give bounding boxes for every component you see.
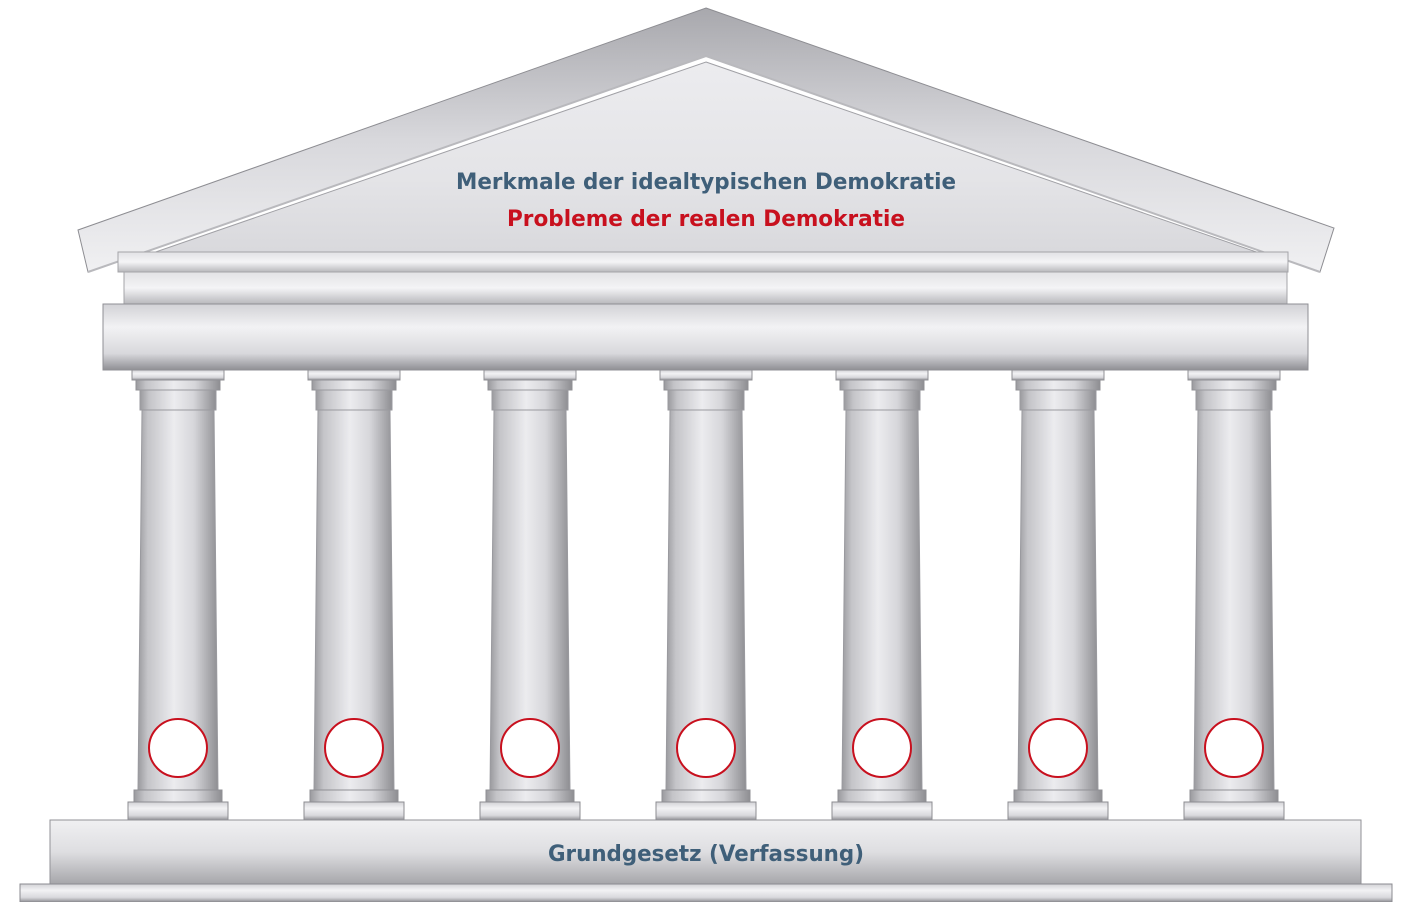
foundation-label: Grundgesetz (Verfassung) bbox=[548, 842, 864, 867]
column-slot-3[interactable] bbox=[500, 718, 560, 778]
columns bbox=[127, 369, 1285, 821]
column-necking bbox=[139, 389, 217, 411]
column-slot-4[interactable] bbox=[676, 718, 736, 778]
column-base-plinth bbox=[303, 801, 405, 821]
column-capital-ring bbox=[663, 379, 749, 391]
column-necking bbox=[491, 389, 569, 411]
column-base-plinth bbox=[479, 801, 581, 821]
column-capital bbox=[483, 369, 577, 381]
architrave bbox=[102, 303, 1309, 371]
column-base-torus bbox=[837, 789, 927, 803]
column-capital bbox=[131, 369, 225, 381]
column-necking bbox=[667, 389, 745, 411]
column-base-torus bbox=[309, 789, 399, 803]
frieze bbox=[123, 271, 1288, 305]
column-slot-7[interactable] bbox=[1204, 718, 1264, 778]
column-base-torus bbox=[661, 789, 751, 803]
column-base-torus bbox=[1013, 789, 1103, 803]
column-necking bbox=[1019, 389, 1097, 411]
column-necking bbox=[315, 389, 393, 411]
column-capital bbox=[1187, 369, 1281, 381]
foundation-base-step bbox=[19, 883, 1393, 902]
column-capital-ring bbox=[311, 379, 397, 391]
entablature bbox=[102, 251, 1309, 371]
pediment bbox=[77, 7, 1335, 273]
column-7 bbox=[1183, 369, 1285, 821]
column-base-plinth bbox=[1183, 801, 1285, 821]
column-base-plinth bbox=[127, 801, 229, 821]
slot-circle[interactable] bbox=[676, 718, 736, 778]
column-6 bbox=[1007, 369, 1109, 821]
slot-circle[interactable] bbox=[852, 718, 912, 778]
foundation-plinth bbox=[49, 819, 1362, 885]
pediment-title: Merkmale der idealtypischen Demokratie bbox=[456, 170, 956, 195]
column-base-plinth bbox=[831, 801, 933, 821]
column-capital bbox=[1011, 369, 1105, 381]
slot-circle[interactable] bbox=[500, 718, 560, 778]
cornice-ledge bbox=[117, 251, 1289, 273]
column-capital-ring bbox=[1015, 379, 1101, 391]
column-base-torus bbox=[485, 789, 575, 803]
column-slot-2[interactable] bbox=[324, 718, 384, 778]
column-base-torus bbox=[1189, 789, 1279, 803]
column-4 bbox=[655, 369, 757, 821]
column-1 bbox=[127, 369, 229, 821]
column-base-torus bbox=[133, 789, 223, 803]
slot-circle[interactable] bbox=[148, 718, 208, 778]
column-slot-1[interactable] bbox=[148, 718, 208, 778]
column-capital bbox=[659, 369, 753, 381]
column-capital-ring bbox=[1191, 379, 1277, 391]
column-capital-ring bbox=[839, 379, 925, 391]
column-capital-ring bbox=[135, 379, 221, 391]
column-2 bbox=[303, 369, 405, 821]
slot-circle[interactable] bbox=[1028, 718, 1088, 778]
column-necking bbox=[1195, 389, 1273, 411]
column-capital bbox=[835, 369, 929, 381]
foundation bbox=[19, 819, 1393, 902]
column-3 bbox=[479, 369, 581, 821]
slot-circle[interactable] bbox=[1204, 718, 1264, 778]
column-slot-5[interactable] bbox=[852, 718, 912, 778]
column-5 bbox=[831, 369, 933, 821]
column-capital bbox=[307, 369, 401, 381]
slot-circle[interactable] bbox=[324, 718, 384, 778]
pediment-subtitle: Probleme der realen Demokratie bbox=[507, 207, 905, 232]
column-capital-ring bbox=[487, 379, 573, 391]
column-base-plinth bbox=[1007, 801, 1109, 821]
column-slot-6[interactable] bbox=[1028, 718, 1088, 778]
column-base-plinth bbox=[655, 801, 757, 821]
column-necking bbox=[843, 389, 921, 411]
